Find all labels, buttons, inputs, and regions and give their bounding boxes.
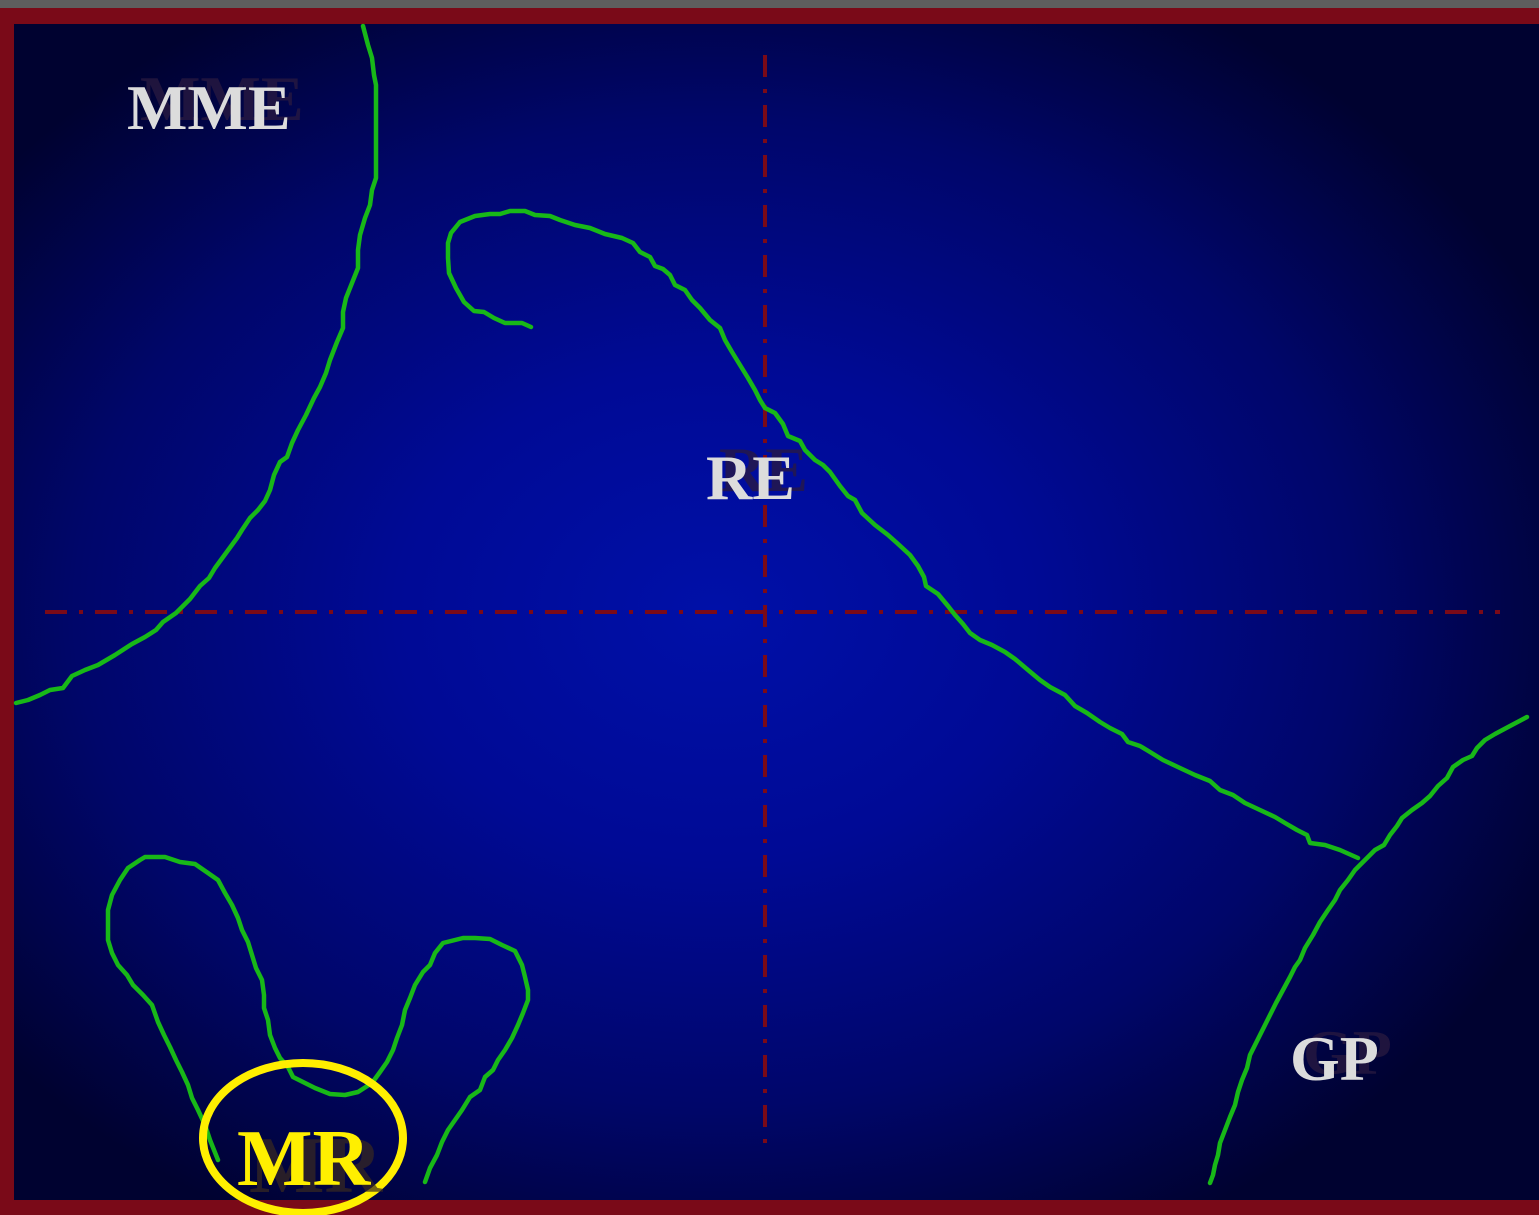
gp-label-shadow: GP xyxy=(1303,1017,1392,1088)
re-contour xyxy=(445,208,1361,861)
mr-highlight-circle xyxy=(199,1059,407,1215)
mr-label-shadow: MR xyxy=(249,1122,384,1210)
mme-label: MME xyxy=(127,72,291,143)
diagram-panel xyxy=(14,24,1539,1200)
re-label-shadow: RE xyxy=(719,434,808,505)
gp-contour xyxy=(1207,714,1530,1186)
mme-label-shadow: MME xyxy=(140,63,304,134)
mr-label: MR xyxy=(237,1115,372,1203)
gp-label: GP xyxy=(1290,1023,1379,1094)
mme-contour xyxy=(13,23,379,706)
top-strip xyxy=(0,0,1539,8)
re-label: RE xyxy=(706,442,795,513)
